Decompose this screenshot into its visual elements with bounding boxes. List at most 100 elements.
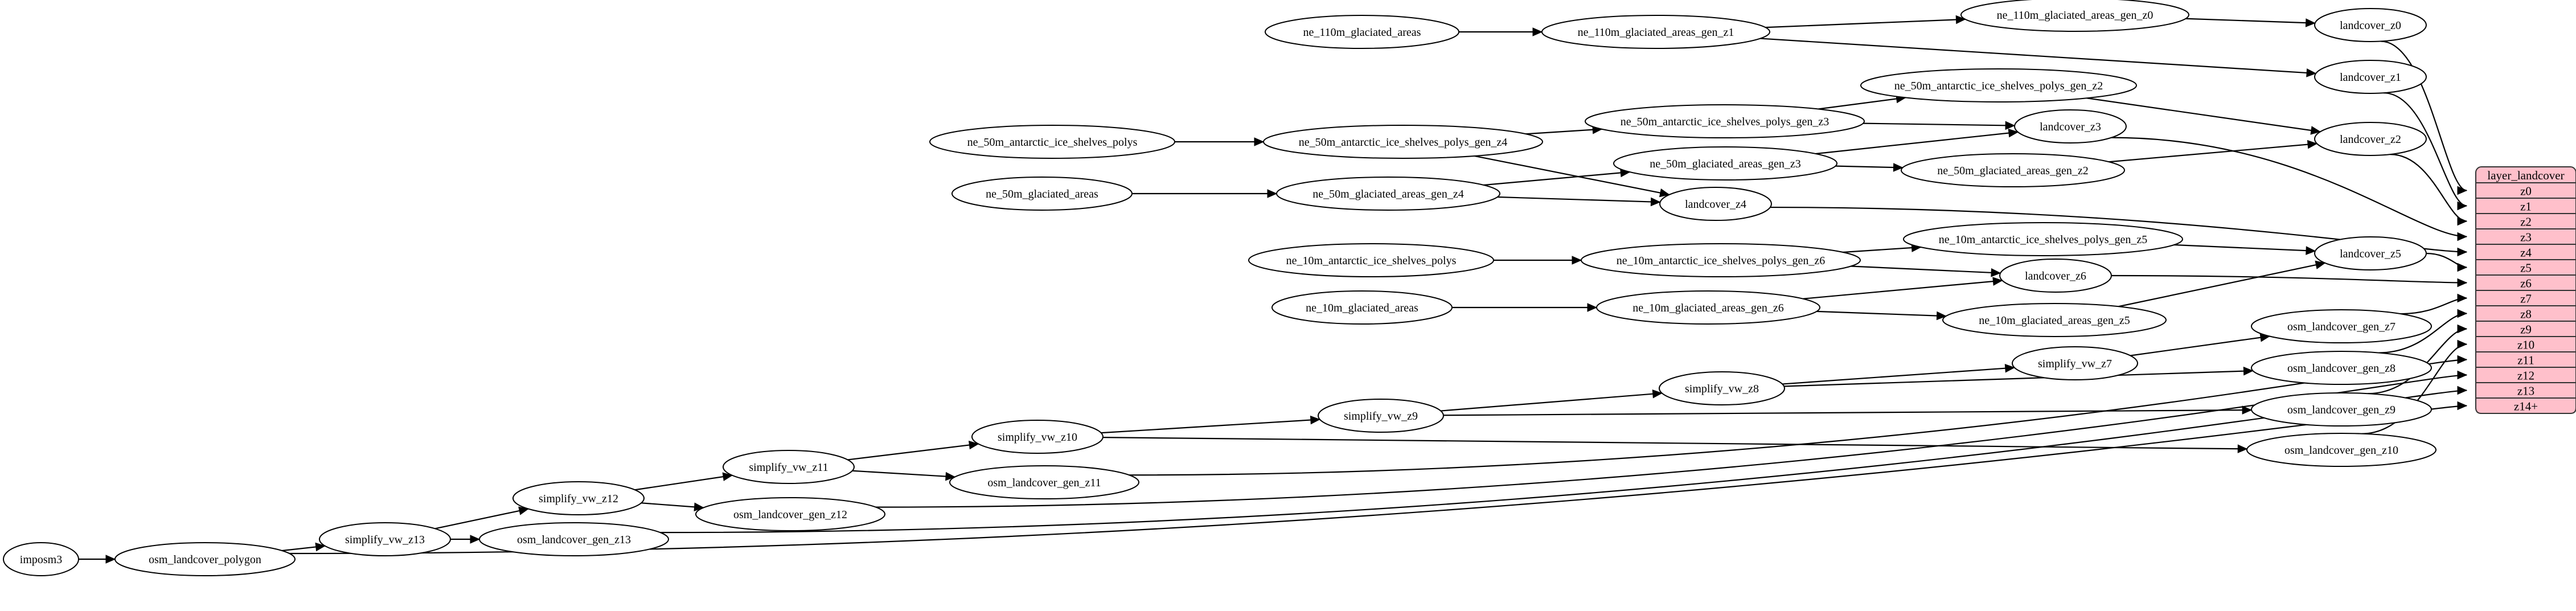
node-ne_10m_glaciated_areas_gen_z5[interactable] — [1942, 303, 2167, 337]
edge-arrowhead — [2243, 366, 2254, 376]
node-imposm3[interactable] — [3, 542, 79, 576]
edge-arrowhead — [2457, 370, 2468, 380]
layer-table-cell-label-z7: z7 — [2520, 292, 2532, 306]
node-landcover_z3[interactable] — [2014, 109, 2127, 143]
node-simplify_vw_z7[interactable] — [2012, 346, 2138, 380]
node-landcover_z4[interactable] — [1659, 187, 1772, 221]
node-ne_50m_glaciated_areas_gen_z2[interactable] — [1901, 153, 2125, 187]
layer-table-row-z13[interactable] — [2475, 382, 2576, 399]
node-simplify_vw_z10[interactable] — [971, 420, 1104, 454]
node-label-simplify_vw_z12: simplify_vw_z12 — [539, 493, 618, 505]
edge-ne_110m_glaciated_areas_gen_z0-to-landcover_z0 — [2185, 18, 2315, 24]
node-simplify_vw_z8[interactable] — [1659, 371, 1785, 405]
node-ne_50m_antarctic_ice_shelves_polys[interactable] — [929, 125, 1175, 159]
edge-simplify_vw_z9-to-osm_landcover_gen_z9 — [1443, 409, 2252, 416]
node-label-simplify_vw_z9: simplify_vw_z9 — [1344, 410, 1418, 423]
node-landcover_z6[interactable] — [1999, 259, 2112, 293]
edge-arrowhead — [2008, 128, 2019, 138]
edge-ne_50m_glaciated_areas_gen_z2-to-landcover_z2 — [2109, 143, 2317, 163]
node-landcover_z0[interactable] — [2314, 8, 2427, 42]
layer-table-row-z10[interactable] — [2475, 336, 2576, 352]
layer-table-cell-label-z1: z1 — [2520, 200, 2532, 214]
node-ne_10m_antarctic_ice_shelves_polys[interactable] — [1248, 243, 1494, 277]
node-simplify_vw_z13[interactable] — [319, 522, 451, 556]
node-ne_10m_glaciated_areas_gen_z6[interactable] — [1596, 290, 1820, 325]
node-label-osm_landcover_gen_z7: osm_landcover_gen_z7 — [2287, 321, 2395, 333]
layer-table-row-z12[interactable] — [2475, 367, 2576, 383]
layer-table-cell-label-z10: z10 — [2517, 338, 2534, 352]
edge-arrowhead — [1310, 415, 1321, 425]
edge-landcover_z1-to-layer_landcover_z1 — [2384, 92, 2467, 207]
node-ne_50m_glaciated_areas_gen_z4[interactable] — [1276, 177, 1500, 211]
node-label-ne_110m_glaciated_areas_gen_z0: ne_110m_glaciated_areas_gen_z0 — [1997, 9, 2153, 22]
node-label-simplify_vw_z8: simplify_vw_z8 — [1685, 383, 1759, 395]
node-osm_landcover_gen_z12[interactable] — [695, 497, 885, 531]
node-label-osm_landcover_gen_z10: osm_landcover_gen_z10 — [2284, 444, 2398, 457]
layer-table-cell-label-z8: z8 — [2520, 307, 2532, 321]
node-simplify_vw_z9[interactable] — [1318, 399, 1444, 433]
layer-table-row-z11[interactable] — [2475, 351, 2576, 368]
node-ne_110m_glaciated_areas_gen_z1[interactable] — [1541, 15, 1770, 49]
edge-landcover_z4-to-layer_landcover_z4 — [1770, 206, 2467, 253]
layer-table-row-z8[interactable] — [2475, 305, 2576, 322]
edge-simplify_vw_z10-to-simplify_vw_z9 — [1101, 419, 1320, 434]
edge-arrowhead — [2457, 247, 2468, 257]
node-ne_110m_glaciated_areas[interactable] — [1265, 15, 1459, 49]
node-label-simplify_vw_z10: simplify_vw_z10 — [998, 431, 1077, 444]
edge-arrowhead — [2457, 278, 2468, 288]
edge-simplify_vw_z12-to-simplify_vw_z11 — [634, 474, 733, 491]
node-label-landcover_z0: landcover_z0 — [2340, 19, 2401, 32]
layer-table-cell-label-z11: z11 — [2517, 354, 2534, 367]
node-simplify_vw_z12[interactable] — [512, 481, 645, 515]
node-landcover_z5[interactable] — [2314, 236, 2427, 270]
node-ne_50m_glaciated_areas[interactable] — [951, 177, 1133, 211]
edge-ne_110m_glaciated_areas_gen_z1-to-landcover_z1 — [1760, 38, 2316, 75]
layer-table-row-z0[interactable] — [2475, 182, 2576, 199]
node-osm_landcover_polygon[interactable] — [114, 542, 296, 576]
node-label-landcover_z2: landcover_z2 — [2340, 133, 2401, 146]
node-landcover_z1[interactable] — [2314, 60, 2427, 94]
node-ne_50m_antarctic_ice_shelves_polys_gen_z3[interactable] — [1585, 104, 1865, 138]
node-label-ne_50m_glaciated_areas_gen_z4: ne_50m_glaciated_areas_gen_z4 — [1312, 188, 1463, 200]
node-ne_10m_antarctic_ice_shelves_polys_gen_z6[interactable] — [1581, 243, 1861, 277]
node-landcover_z2[interactable] — [2314, 122, 2427, 156]
node-osm_landcover_gen_z13[interactable] — [479, 522, 669, 556]
node-label-landcover_z3: landcover_z3 — [2040, 121, 2101, 133]
layer-table-row-z7[interactable] — [2475, 290, 2576, 306]
node-ne_50m_antarctic_ice_shelves_polys_gen_z2[interactable] — [1860, 68, 2137, 102]
edge-arrowhead — [2310, 126, 2321, 135]
node-osm_landcover_gen_z9[interactable] — [2251, 392, 2432, 427]
node-ne_50m_glaciated_areas_gen_z3[interactable] — [1613, 146, 1837, 181]
node-label-landcover_z6: landcover_z6 — [2025, 270, 2086, 282]
node-simplify_vw_z11[interactable] — [723, 450, 855, 484]
node-label-simplify_vw_z11: simplify_vw_z11 — [749, 461, 828, 474]
edge-arrowhead — [2004, 363, 2016, 373]
edge-arrowhead — [1893, 163, 1904, 172]
node-osm_landcover_gen_z7[interactable] — [2251, 309, 2432, 343]
node-label-osm_landcover_gen_z13: osm_landcover_gen_z13 — [517, 534, 631, 546]
node-ne_10m_antarctic_ice_shelves_polys_gen_z5[interactable] — [1903, 222, 2183, 256]
node-ne_10m_glaciated_areas[interactable] — [1271, 290, 1453, 325]
edge-ne_10m_glaciated_areas_gen_z6-to-ne_10m_glaciated_areas_gen_z5 — [1816, 310, 1946, 317]
edge-arrowhead — [2457, 263, 2468, 272]
node-ne_110m_glaciated_areas_gen_z0[interactable] — [1960, 0, 2189, 32]
node-osm_landcover_gen_z11[interactable] — [949, 465, 1139, 499]
node-osm_landcover_gen_z10[interactable] — [2246, 433, 2436, 467]
edge-osm_landcover_gen_z12-to-layer_landcover_z12 — [876, 374, 2467, 508]
edge-arrowhead — [1650, 197, 1661, 207]
layer-table-row-z3[interactable] — [2475, 228, 2576, 245]
node-osm_landcover_gen_z8[interactable] — [2251, 351, 2432, 385]
layer-table-cell-label-z4: z4 — [2520, 246, 2532, 260]
edge-simplify_vw_z11-to-osm_landcover_gen_z11 — [852, 470, 955, 478]
edge-simplify_vw_z8-to-simplify_vw_z7 — [1782, 367, 2015, 385]
node-label-ne_10m_glaciated_areas_gen_z5: ne_10m_glaciated_areas_gen_z5 — [1979, 314, 2130, 327]
edge-arrowhead — [1936, 311, 1947, 321]
edge-arrowhead — [2306, 246, 2316, 255]
edge-ne_50m_antarctic_ice_shelves_polys_gen_z2-to-landcover_z2 — [2086, 97, 2321, 133]
edge-ne_10m_glaciated_areas_gen_z6-to-landcover_z6 — [1803, 280, 2003, 300]
layer-table-cell-label-z6: z6 — [2520, 277, 2532, 290]
node-ne_50m_antarctic_ice_shelves_polys_gen_z4[interactable] — [1263, 125, 1543, 159]
layer-table-row-z6[interactable] — [2475, 274, 2576, 291]
node-label-ne_110m_glaciated_areas: ne_110m_glaciated_areas — [1303, 26, 1421, 39]
layer-table-row-z1[interactable] — [2475, 198, 2576, 214]
